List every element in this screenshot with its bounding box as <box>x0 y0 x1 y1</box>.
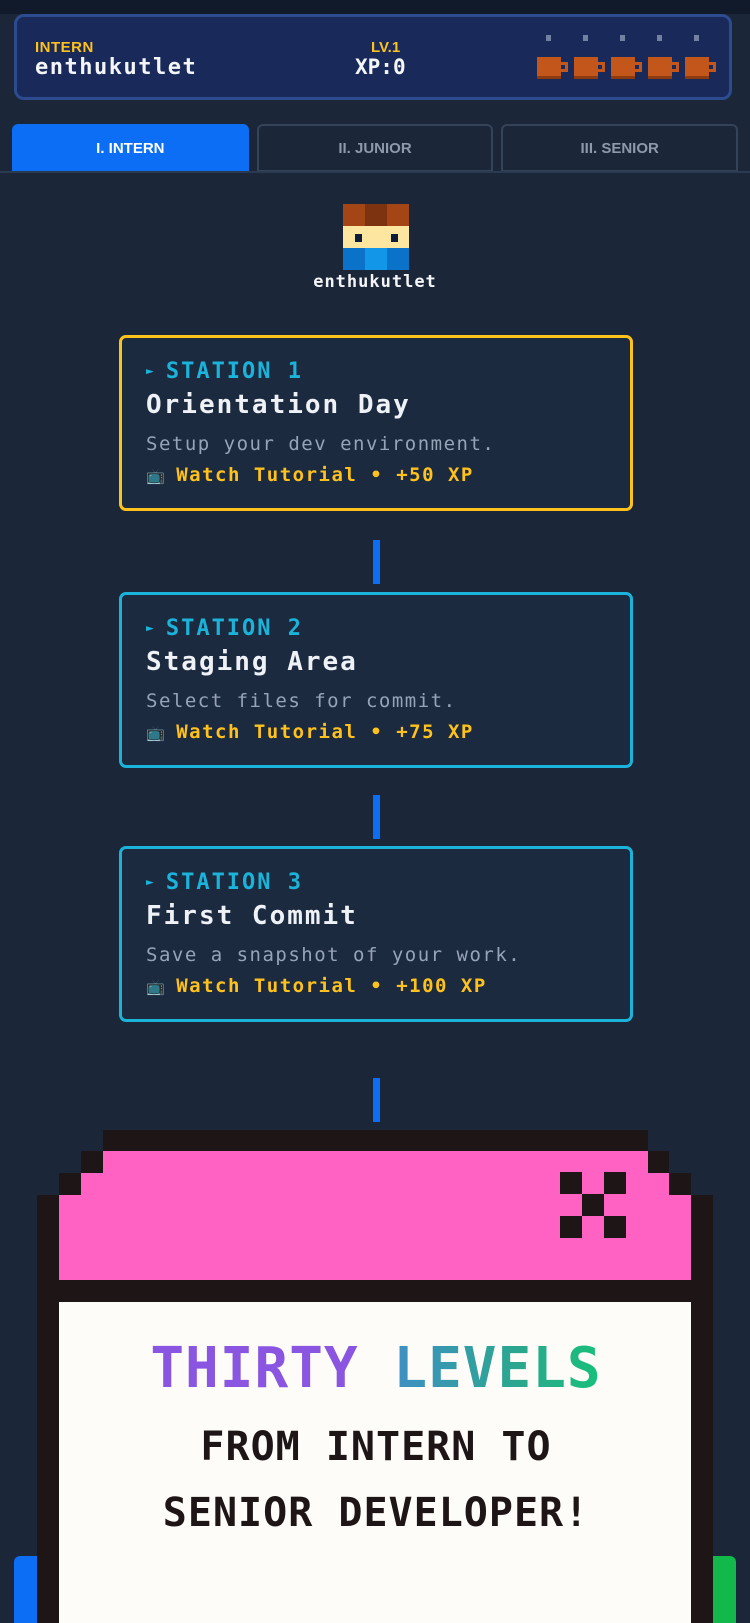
station-xp: +50 XP <box>396 464 474 486</box>
station-card-1[interactable]: ► STATION 1 Orientation Day Setup your de… <box>119 335 633 511</box>
player-rank: INTERN <box>35 39 94 56</box>
player-xp: XP:0 <box>355 55 406 79</box>
headline-word-1: THIRTY <box>150 1336 359 1401</box>
tab-senior[interactable]: III. SENIOR <box>501 124 739 172</box>
station-label: ► STATION 2 <box>146 615 608 643</box>
station-description: Save a snapshot of your work. <box>146 944 522 966</box>
tab-divider <box>0 171 750 173</box>
player-username: enthukutlet <box>35 55 198 80</box>
popup-border <box>103 1130 648 1151</box>
xp-label: XP: <box>355 55 393 79</box>
station-title: First Commit <box>146 901 358 931</box>
tutorial-link-text: Watch Tutorial <box>176 464 358 486</box>
watch-tutorial-link[interactable]: 📺 Watch Tutorial • +75 XP <box>146 718 608 747</box>
pixel-close-icon[interactable] <box>560 1172 626 1238</box>
headline-word-2: LEVELS <box>393 1336 602 1401</box>
station-label-text: STATION 3 <box>165 870 304 895</box>
tutorial-link-text: Watch Tutorial <box>176 975 358 997</box>
coffee-mug-icon <box>537 35 568 79</box>
station-label-text: STATION 2 <box>165 616 304 641</box>
station-card-3[interactable]: ► STATION 3 First Commit Save a snapshot … <box>119 846 633 1022</box>
station-label: ► STATION 1 <box>146 358 608 386</box>
tab-junior[interactable]: II. JUNIOR <box>256 124 494 172</box>
coffee-mug-icon <box>574 35 605 79</box>
play-triangle-icon: ► <box>146 621 156 636</box>
play-triangle-icon: ► <box>146 364 156 379</box>
tv-icon: 📺 <box>146 467 167 485</box>
station-title: Orientation Day <box>146 390 411 420</box>
watch-tutorial-link[interactable]: 📺 Watch Tutorial • +100 XP <box>146 972 608 1001</box>
player-header: INTERN enthukutlet LV.1 XP:0 <box>14 14 732 100</box>
pixel-avatar-icon <box>343 204 409 270</box>
xp-value: 0 <box>392 55 406 79</box>
link-separator: • <box>370 721 384 743</box>
popup-line-1: FROM INTERN TO <box>200 1424 552 1470</box>
coffee-meter <box>537 35 716 79</box>
station-xp: +75 XP <box>396 721 474 743</box>
path-connector <box>373 1078 380 1122</box>
tutorial-link-text: Watch Tutorial <box>176 721 358 743</box>
career-tabs: I. INTERN II. JUNIOR III. SENIOR <box>12 124 739 172</box>
path-connector <box>373 795 380 839</box>
tv-icon: 📺 <box>146 978 167 996</box>
link-separator: • <box>370 464 384 486</box>
station-xp: +100 XP <box>396 975 487 997</box>
tab-intern[interactable]: I. INTERN <box>12 124 249 172</box>
station-title: Staging Area <box>146 647 358 677</box>
coffee-mug-icon <box>611 35 642 79</box>
popup-title-bar <box>103 1151 648 1173</box>
coffee-mug-icon <box>648 35 679 79</box>
avatar-name: enthukutlet <box>313 272 437 292</box>
popup-headline: THIRTY LEVELS <box>60 1336 692 1402</box>
player-level: LV.1 <box>371 39 401 56</box>
coffee-mug-icon <box>685 35 716 79</box>
popup-body <box>59 1302 691 1623</box>
station-label: ► STATION 3 <box>146 869 608 897</box>
watch-tutorial-link[interactable]: 📺 Watch Tutorial • +50 XP <box>146 461 608 490</box>
station-description: Setup your dev environment. <box>146 433 496 455</box>
popup-line-2: SENIOR DEVELOPER! <box>162 1490 590 1536</box>
station-card-2[interactable]: ► STATION 2 Staging Area Select files for… <box>119 592 633 768</box>
path-connector <box>373 540 380 584</box>
status-strip <box>0 0 750 14</box>
station-description: Select files for commit. <box>146 690 457 712</box>
link-separator: • <box>370 975 384 997</box>
play-triangle-icon: ► <box>146 875 156 890</box>
popup-title-bar <box>81 1173 669 1195</box>
station-label-text: STATION 1 <box>165 359 304 384</box>
tv-icon: 📺 <box>146 724 167 742</box>
